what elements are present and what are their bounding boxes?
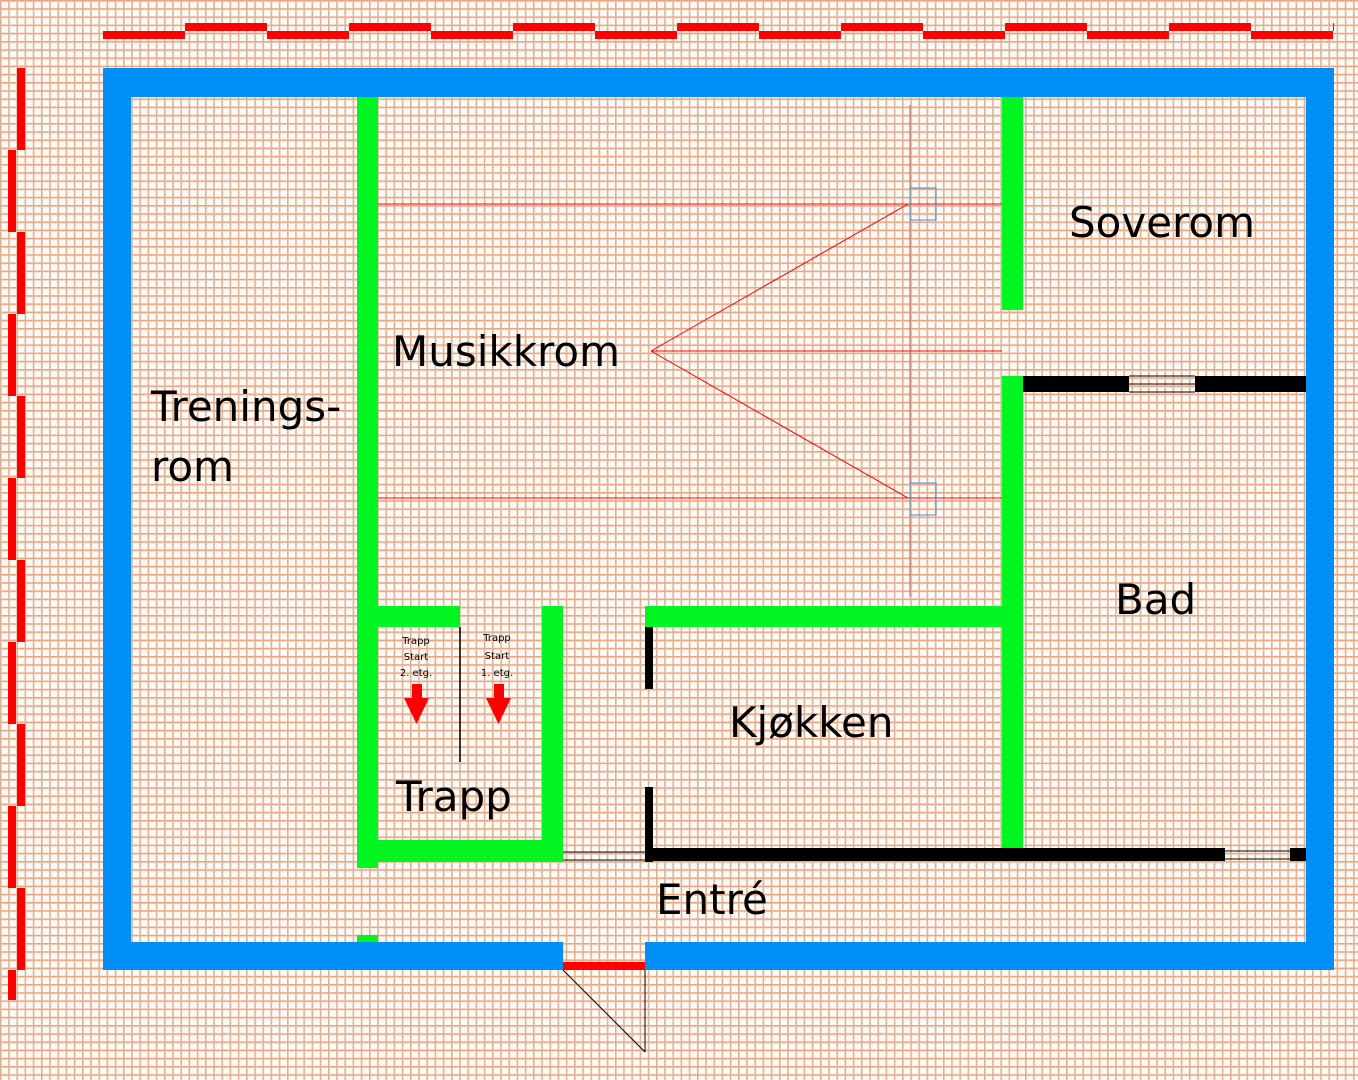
boundary-dash-segment	[513, 23, 595, 31]
boundary-dash-segment	[759, 31, 841, 39]
wall-entre-top	[645, 848, 1225, 861]
door-swing-line	[562, 969, 646, 1053]
speaker-top	[909, 187, 937, 221]
boundary-dash-segment	[17, 888, 25, 970]
outer-wall-top	[103, 68, 1334, 97]
property-boundary-top	[103, 23, 1334, 39]
boundary-dash-segment	[1005, 23, 1087, 31]
stair-right-line2: Start	[485, 651, 510, 662]
outer-wall-left	[103, 68, 131, 970]
speaker-cabling	[378, 203, 1002, 499]
stair-right-line1: Trapp	[482, 633, 511, 644]
stair-right-line3: 1. etg.	[481, 668, 513, 679]
boundary-dash-segment	[1169, 23, 1251, 31]
boundary-dash-segment	[17, 68, 25, 150]
property-boundary-left	[8, 68, 25, 1000]
stair-left-line3: 2. etg.	[400, 668, 432, 679]
speaker-bottom	[909, 482, 937, 516]
boundary-dash-segment	[1251, 31, 1333, 39]
boundary-dash-segment	[8, 150, 16, 232]
wall-trapp-top	[357, 606, 460, 627]
boundary-dash-segment	[267, 31, 349, 39]
wall-soverom-bad-left	[1023, 376, 1129, 392]
stair-arrow-right-icon	[486, 684, 511, 724]
label-treningsrom-line2: rom	[151, 442, 234, 491]
wall-kjokken-left-lower	[645, 787, 653, 862]
stair-arrow-left-icon	[404, 684, 429, 724]
outer-wall-bottom-left	[103, 942, 563, 970]
stair-left-line2: Start	[404, 652, 429, 663]
stair-left-line1: Trapp	[401, 636, 430, 647]
label-kjokken: Kjøkken	[729, 698, 894, 747]
wall-trapp-right	[542, 606, 563, 862]
boundary-dash-segment	[8, 806, 16, 888]
wall-entre-top-end	[1290, 848, 1306, 861]
label-bad: Bad	[1115, 575, 1196, 624]
interior-doors[interactable]	[563, 375, 1290, 861]
boundary-dash-segment	[8, 478, 16, 560]
wall-bad-left	[1002, 376, 1023, 848]
boundary-dash-segment	[923, 31, 1005, 39]
wall-kjokken-top	[645, 606, 1023, 627]
label-treningsrom-line1: Trenings-	[150, 382, 341, 431]
boundary-dash-segment	[8, 314, 16, 396]
label-musikkrom: Musikkrom	[392, 327, 620, 376]
boundary-dash-segment	[17, 560, 25, 642]
boundary-dash-segment	[677, 23, 759, 31]
boundary-dash-segment	[17, 396, 25, 478]
boundary-dash-segment	[103, 31, 185, 39]
cable-diag-down	[650, 350, 909, 499]
front-door[interactable]	[562, 962, 646, 1053]
boundary-dash-segment	[8, 642, 16, 724]
boundary-dash-segment	[17, 724, 25, 806]
boundary-dash-segment	[17, 232, 25, 314]
label-entre: Entré	[656, 875, 768, 924]
boundary-dash-segment	[185, 23, 267, 31]
cable-diag-up	[650, 203, 909, 352]
boundary-dash-segment	[8, 970, 16, 1000]
wall-treningsrom-musikkrom	[357, 97, 378, 868]
outer-wall-bottom-right	[645, 942, 1334, 970]
door-entre-right[interactable]	[1225, 850, 1290, 860]
label-trapp: Trapp	[395, 772, 512, 821]
wall-soverom-left	[1002, 97, 1023, 310]
wall-kjokken-left-upper	[645, 627, 653, 689]
boundary-dash-segment	[1087, 31, 1169, 39]
wall-stub-bottom	[357, 935, 378, 942]
boundary-dash-segment	[595, 31, 677, 39]
door-trapp[interactable]	[563, 851, 645, 861]
boundary-dash-segment	[841, 23, 923, 31]
wall-soverom-bad-right	[1195, 376, 1306, 392]
light-walls	[645, 376, 1306, 862]
label-soverom: Soverom	[1069, 198, 1255, 247]
boundary-dash-segment	[349, 23, 431, 31]
door-threshold	[563, 962, 645, 970]
outer-walls	[103, 68, 1334, 970]
boundary-dash-segment	[1333, 23, 1334, 31]
wall-trapp-bottom	[357, 840, 563, 862]
outer-wall-right	[1306, 68, 1334, 970]
boundary-dash-segment	[431, 31, 513, 39]
inner-walls	[357, 97, 1023, 942]
door-bad[interactable]	[1129, 375, 1195, 393]
